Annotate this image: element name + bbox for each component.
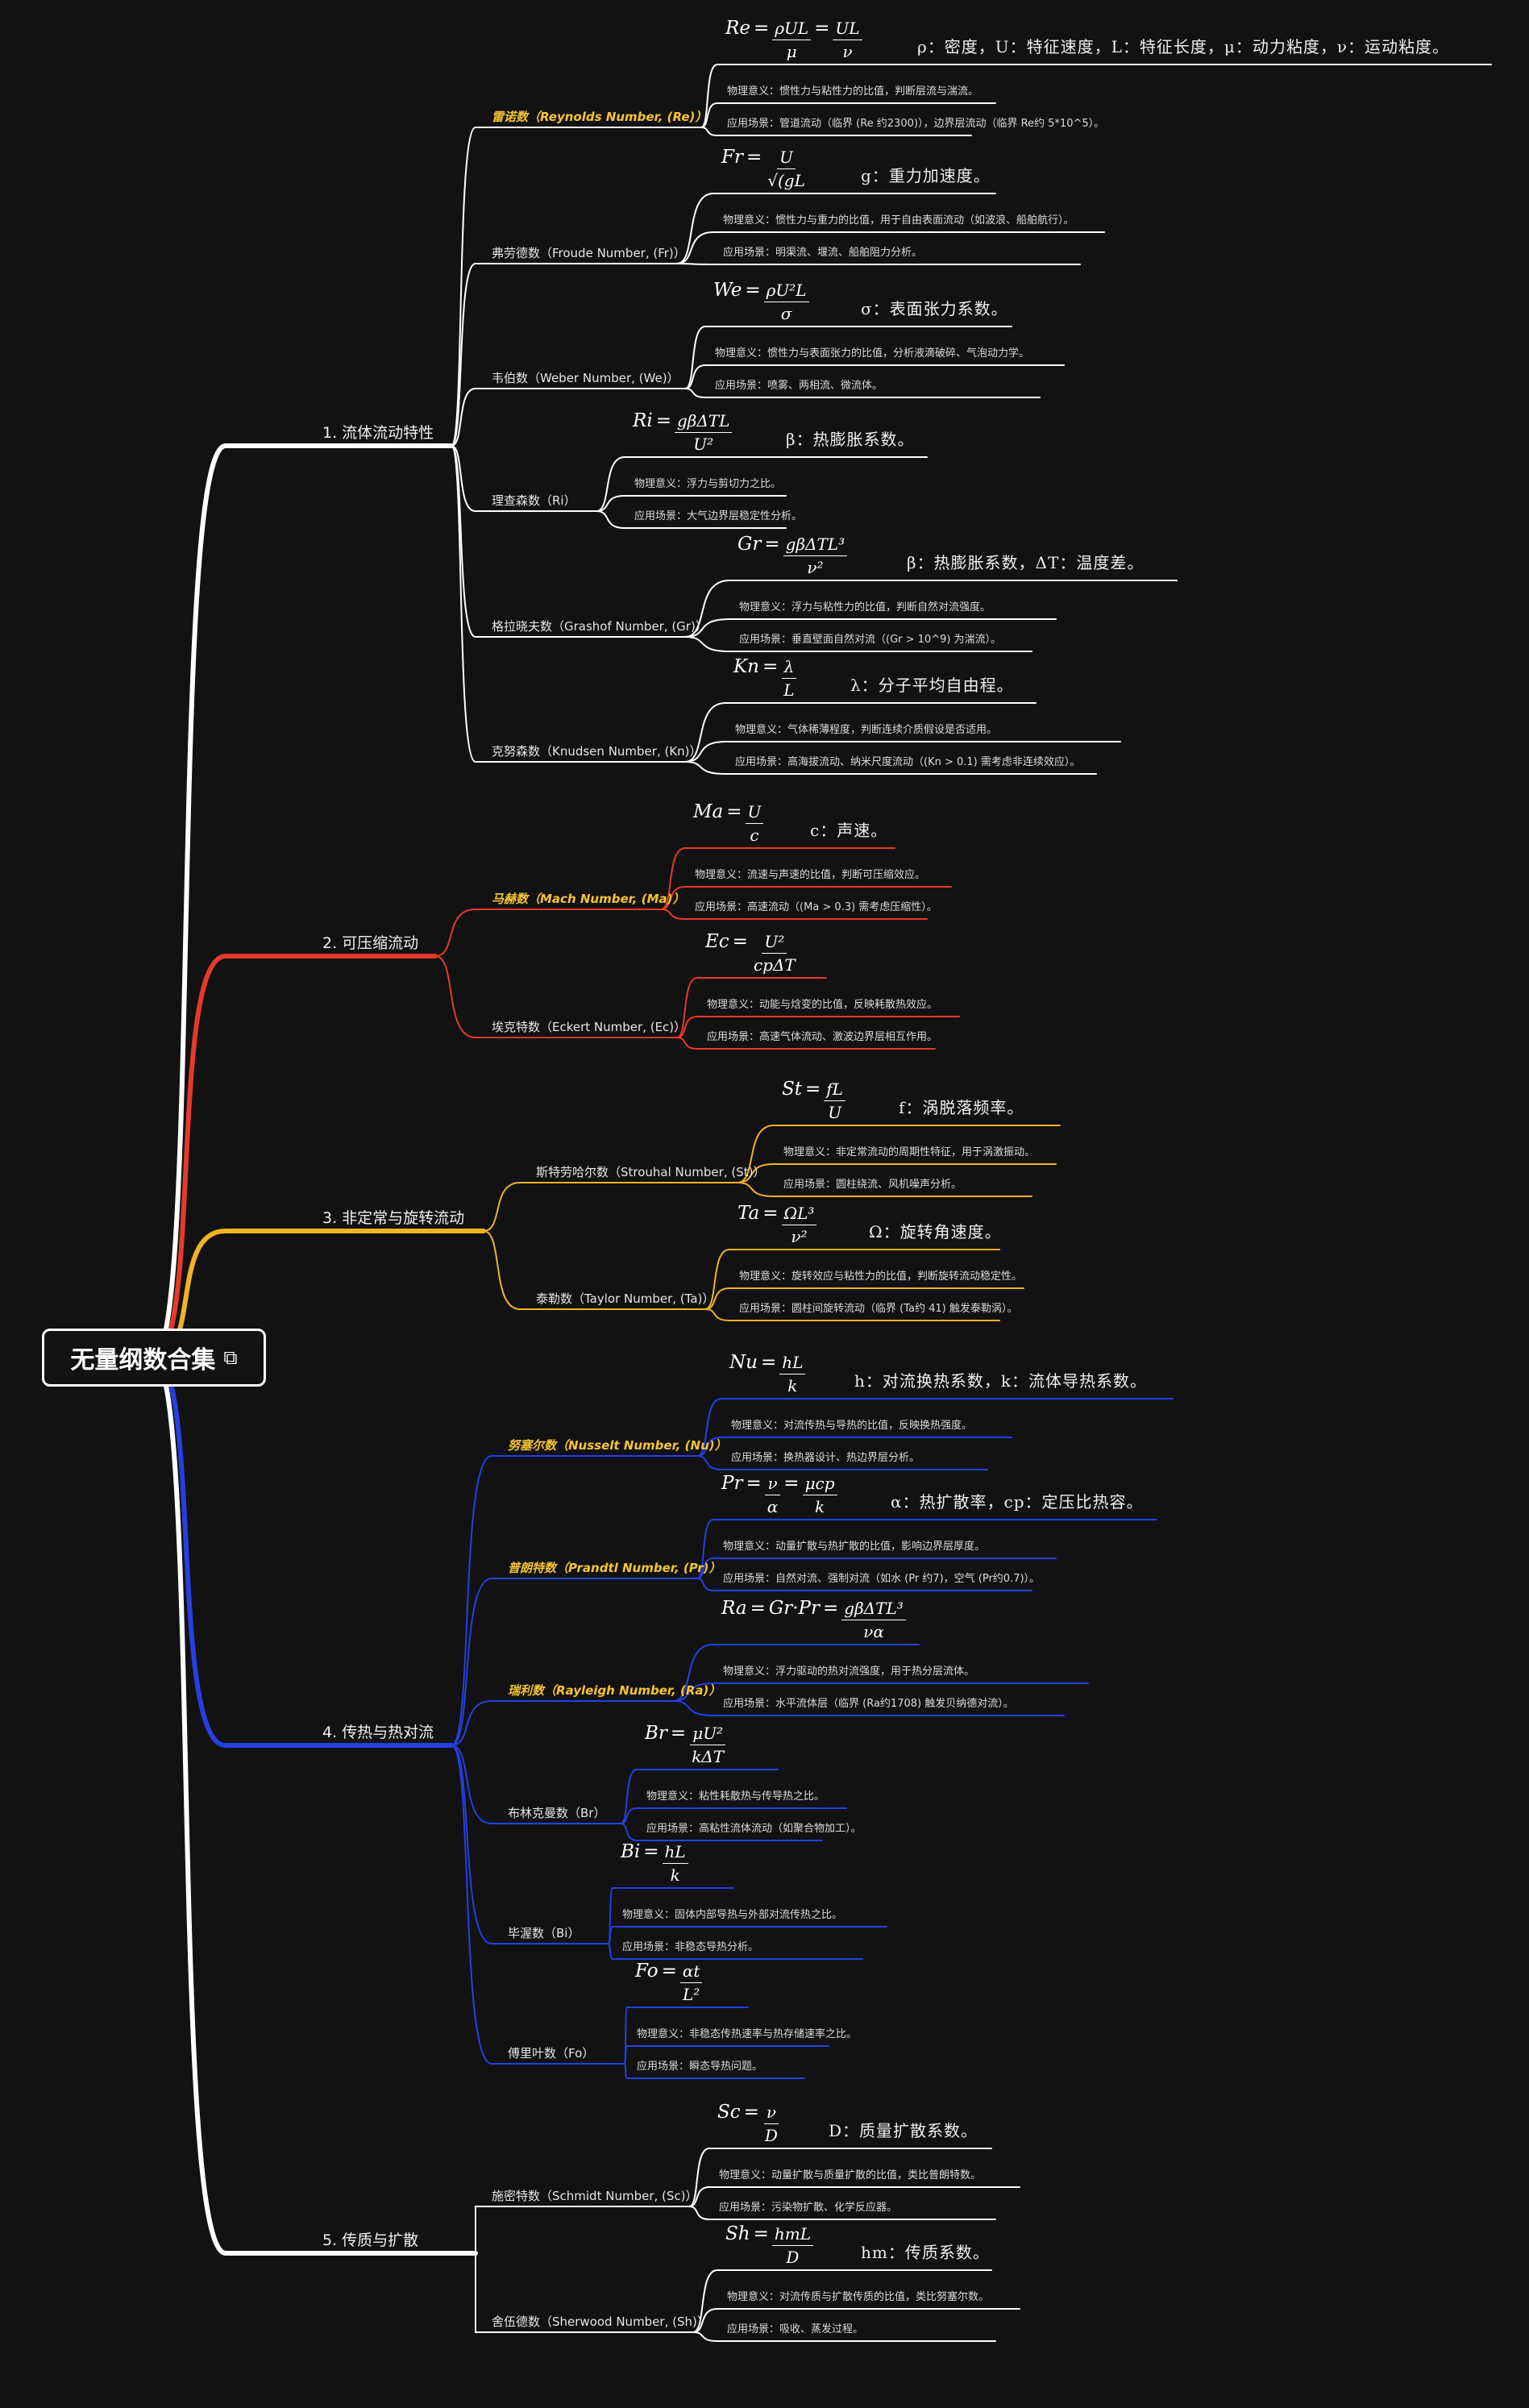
meaning-leaf[interactable]: 物理意义：固体内部导热与外部对流传热之比。	[622, 1909, 843, 1921]
formula-description: β：热膨胀系数。	[786, 430, 915, 449]
application-leaf[interactable]: 应用场景：污染物扩散、化学反应器。	[719, 2202, 898, 2214]
formula-description: β：热膨胀系数，ΔT：温度差。	[907, 553, 1145, 572]
sub-node-name[interactable]: 普朗特数（Prandtl Number, (Pr)）	[508, 1561, 721, 1575]
application-leaf[interactable]: 应用场景：管道流动（临界 (Re 约2300)），边界层流动（临界 Re约 5*…	[727, 118, 1105, 130]
formula-description: g：重力加速度。	[861, 166, 991, 185]
formula-description: α：热扩散率，cp：定压比热容。	[891, 1492, 1144, 1512]
meaning-leaf[interactable]: 物理意义：动量扩散与质量扩散的比值，类比普朗特数。	[719, 2169, 982, 2181]
application-leaf[interactable]: 应用场景：高速流动（(Ma > 0.3) 需考虑压缩性）。	[695, 901, 937, 913]
sub-node-name[interactable]: 格拉晓夫数（Grashof Number, (Gr)）	[492, 619, 708, 634]
sub-node-name[interactable]: 雷诺数（Reynolds Number, (Re)）	[492, 110, 708, 124]
meaning-leaf[interactable]: 物理意义：惯性力与表面张力的比值，分析液滴破碎、气泡动力学。	[715, 347, 1030, 360]
sub-node-name[interactable]: 克努森数（Knudsen Number, (Kn)）	[492, 744, 702, 759]
formula-node[interactable]: Ma = U/cMa=Uc	[693, 801, 764, 845]
formula-node[interactable]: Bi = hL/kBi=hLk	[621, 1841, 688, 1885]
sub-node-name[interactable]: 瑞利数（Rayleigh Number, (Ra)）	[508, 1683, 721, 1698]
application-leaf[interactable]: 应用场景：自然对流、强制对流（如水 (Pr 约7)，空气 (Pr约0.7)）。	[723, 1573, 1041, 1585]
formula-description: c：声速。	[810, 821, 888, 840]
formula-node[interactable]: Kn = λ/LKn=λL	[733, 656, 797, 700]
sub-node-name[interactable]: 努塞尔数（Nusselt Number, (Nu)）	[508, 1438, 727, 1453]
category-label[interactable]: 3. 非定常与旋转流动	[322, 1209, 465, 1227]
meaning-leaf[interactable]: 物理意义：对流传热与导热的比值，反映换热强度。	[731, 1420, 973, 1432]
sub-node-name[interactable]: 马赫数（Mach Number, (Ma)）	[492, 892, 685, 906]
category-label[interactable]: 5. 传质与扩散	[322, 2231, 419, 2249]
meaning-leaf[interactable]: 物理意义：非稳态传热速率与热存储速率之比。	[637, 2028, 858, 2040]
formula-description: Ω：旋转角速度。	[869, 1222, 1002, 1241]
sub-node-name[interactable]: 埃克特数（Eckert Number, (Ec)）	[492, 1020, 687, 1034]
application-leaf[interactable]: 应用场景：高速气体流动、激波边界层相互作用。	[707, 1031, 938, 1043]
application-leaf[interactable]: 应用场景：吸收、蒸发过程。	[727, 2323, 864, 2335]
application-leaf[interactable]: 应用场景：圆柱绕流、风机噪声分析。	[783, 1179, 962, 1191]
formula-description: λ：分子平均自由程。	[850, 676, 1014, 695]
application-leaf[interactable]: 应用场景：水平流体层（临界 (Ra约1708) 触发贝纳德对流）。	[723, 1698, 1014, 1710]
sub-node-name[interactable]: 泰勒数（Taylor Number, (Ta)）	[536, 1291, 715, 1306]
root-title: 无量纲数合集	[70, 1346, 216, 1375]
formula-node[interactable]: Fr = U/√(gL)Fr=U√(gL	[721, 147, 805, 190]
meaning-leaf[interactable]: 物理意义：旋转效应与粘性力的比值，判断旋转流动稳定性。	[739, 1271, 1023, 1283]
application-leaf[interactable]: 应用场景：高粘性流体流动（如聚合物加工）。	[646, 1823, 862, 1835]
root-node[interactable]: 无量纲数合集 ⧉	[42, 1329, 266, 1387]
link-icon: ⧉	[223, 1346, 238, 1369]
application-leaf[interactable]: 应用场景：喷雾、两相流、微流体。	[715, 380, 883, 392]
meaning-leaf[interactable]: 物理意义：流速与声速的比值，判断可压缩效应。	[695, 869, 926, 881]
formula-description: h：对流换热系数，k：流体导热系数。	[854, 1371, 1147, 1391]
application-leaf[interactable]: 应用场景：明渠流、堰流、船舶阻力分析。	[723, 247, 923, 259]
application-leaf[interactable]: 应用场景：垂直壁面自然对流（(Gr > 10^9) 为湍流）。	[739, 634, 1002, 646]
meaning-leaf[interactable]: 物理意义：浮力驱动的热对流强度，用于热分层流体。	[723, 1666, 975, 1678]
sub-node-name[interactable]: 韦伯数（Weber Number, (We)）	[492, 371, 679, 385]
formula-node[interactable]: St = fL/USt=fLU	[782, 1079, 846, 1122]
application-leaf[interactable]: 应用场景：大气边界层稳定性分析。	[634, 510, 803, 522]
application-leaf[interactable]: 应用场景：高海拔流动、纳米尺度流动（(Kn > 0.1) 需考虑非连续效应）。	[735, 756, 1081, 768]
category-label[interactable]: 4. 传热与热对流	[322, 1724, 434, 1741]
formula-description: σ：表面张力系数。	[861, 299, 1008, 318]
meaning-leaf[interactable]: 物理意义：动能与焓变的比值，反映耗散热效应。	[707, 999, 938, 1011]
formula-description: hm：传质系数。	[861, 2243, 990, 2262]
formula-description: f：涡脱落频率。	[899, 1098, 1024, 1117]
formula-description: D：质量扩散系数。	[829, 2121, 978, 2140]
sub-node-name[interactable]: 斯特劳哈尔数（Strouhal Number, (St)）	[536, 1165, 766, 1179]
meaning-leaf[interactable]: 物理意义：惯性力与粘性力的比值，判断层流与湍流。	[727, 85, 979, 98]
formula-node[interactable]: Ra = Gr·Pr = gβΔTL³/(να)Ra=Gr·Pr=gβΔTL³ν…	[721, 1598, 906, 1641]
formula-node[interactable]: Sc = ν/DSc=νD	[717, 2102, 779, 2145]
application-leaf[interactable]: 应用场景：瞬态导热问题。	[637, 2061, 763, 2073]
meaning-leaf[interactable]: 物理意义：浮力与粘性力的比值，判断自然对流强度。	[739, 601, 991, 613]
meaning-leaf[interactable]: 物理意义：动量扩散与热扩散的比值，影响边界层厚度。	[723, 1541, 986, 1553]
formula-description: ρ：密度，U：特征速度，L：特征长度，μ：动力粘度，ν：运动粘度。	[917, 37, 1450, 56]
meaning-leaf[interactable]: 物理意义：非定常流动的周期性特征，用于涡激振动。	[783, 1146, 1036, 1158]
sub-node-name[interactable]: 毕渥数（Bi）	[508, 1926, 580, 1940]
meaning-leaf[interactable]: 物理意义：对流传质与扩散传质的比值，类比努塞尔数。	[727, 2291, 990, 2303]
application-leaf[interactable]: 应用场景：圆柱间旋转流动（临界 (Ta约 41) 触发泰勒涡）。	[739, 1303, 1018, 1315]
sub-node-name[interactable]: 傅里叶数（Fo）	[508, 2046, 595, 2061]
meaning-leaf[interactable]: 物理意义：气体稀薄程度，判断连续介质假设是否适用。	[735, 724, 998, 736]
sub-node-name[interactable]: 理查森数（Ri）	[492, 493, 576, 508]
application-leaf[interactable]: 应用场景：换热器设计、热边界层分析。	[731, 1452, 920, 1464]
meaning-leaf[interactable]: 物理意义：浮力与剪切力之比。	[634, 478, 782, 490]
sub-node-name[interactable]: 弗劳德数（Froude Number, (Fr)）	[492, 246, 686, 260]
category-label[interactable]: 2. 可压缩流动	[322, 934, 419, 952]
sub-node-name[interactable]: 施密特数（Schmidt Number, (Sc)）	[492, 2189, 698, 2203]
formula-node[interactable]: Nu = hL/kNu=hLk	[729, 1352, 806, 1395]
application-leaf[interactable]: 应用场景：非稳态导热分析。	[622, 1941, 759, 1953]
sub-node-name[interactable]: 舍伍德数（Sherwood Number, (Sh)）	[492, 2314, 709, 2329]
sub-node-name[interactable]: 布林克曼数（Br）	[508, 1806, 606, 1820]
meaning-leaf[interactable]: 物理意义：粘性耗散热与传导热之比。	[646, 1790, 825, 1803]
category-label[interactable]: 1. 流体流动特性	[322, 424, 434, 442]
meaning-leaf[interactable]: 物理意义：惯性力与重力的比值，用于自由表面流动（如波浪、船舶航行）。	[723, 214, 1074, 227]
